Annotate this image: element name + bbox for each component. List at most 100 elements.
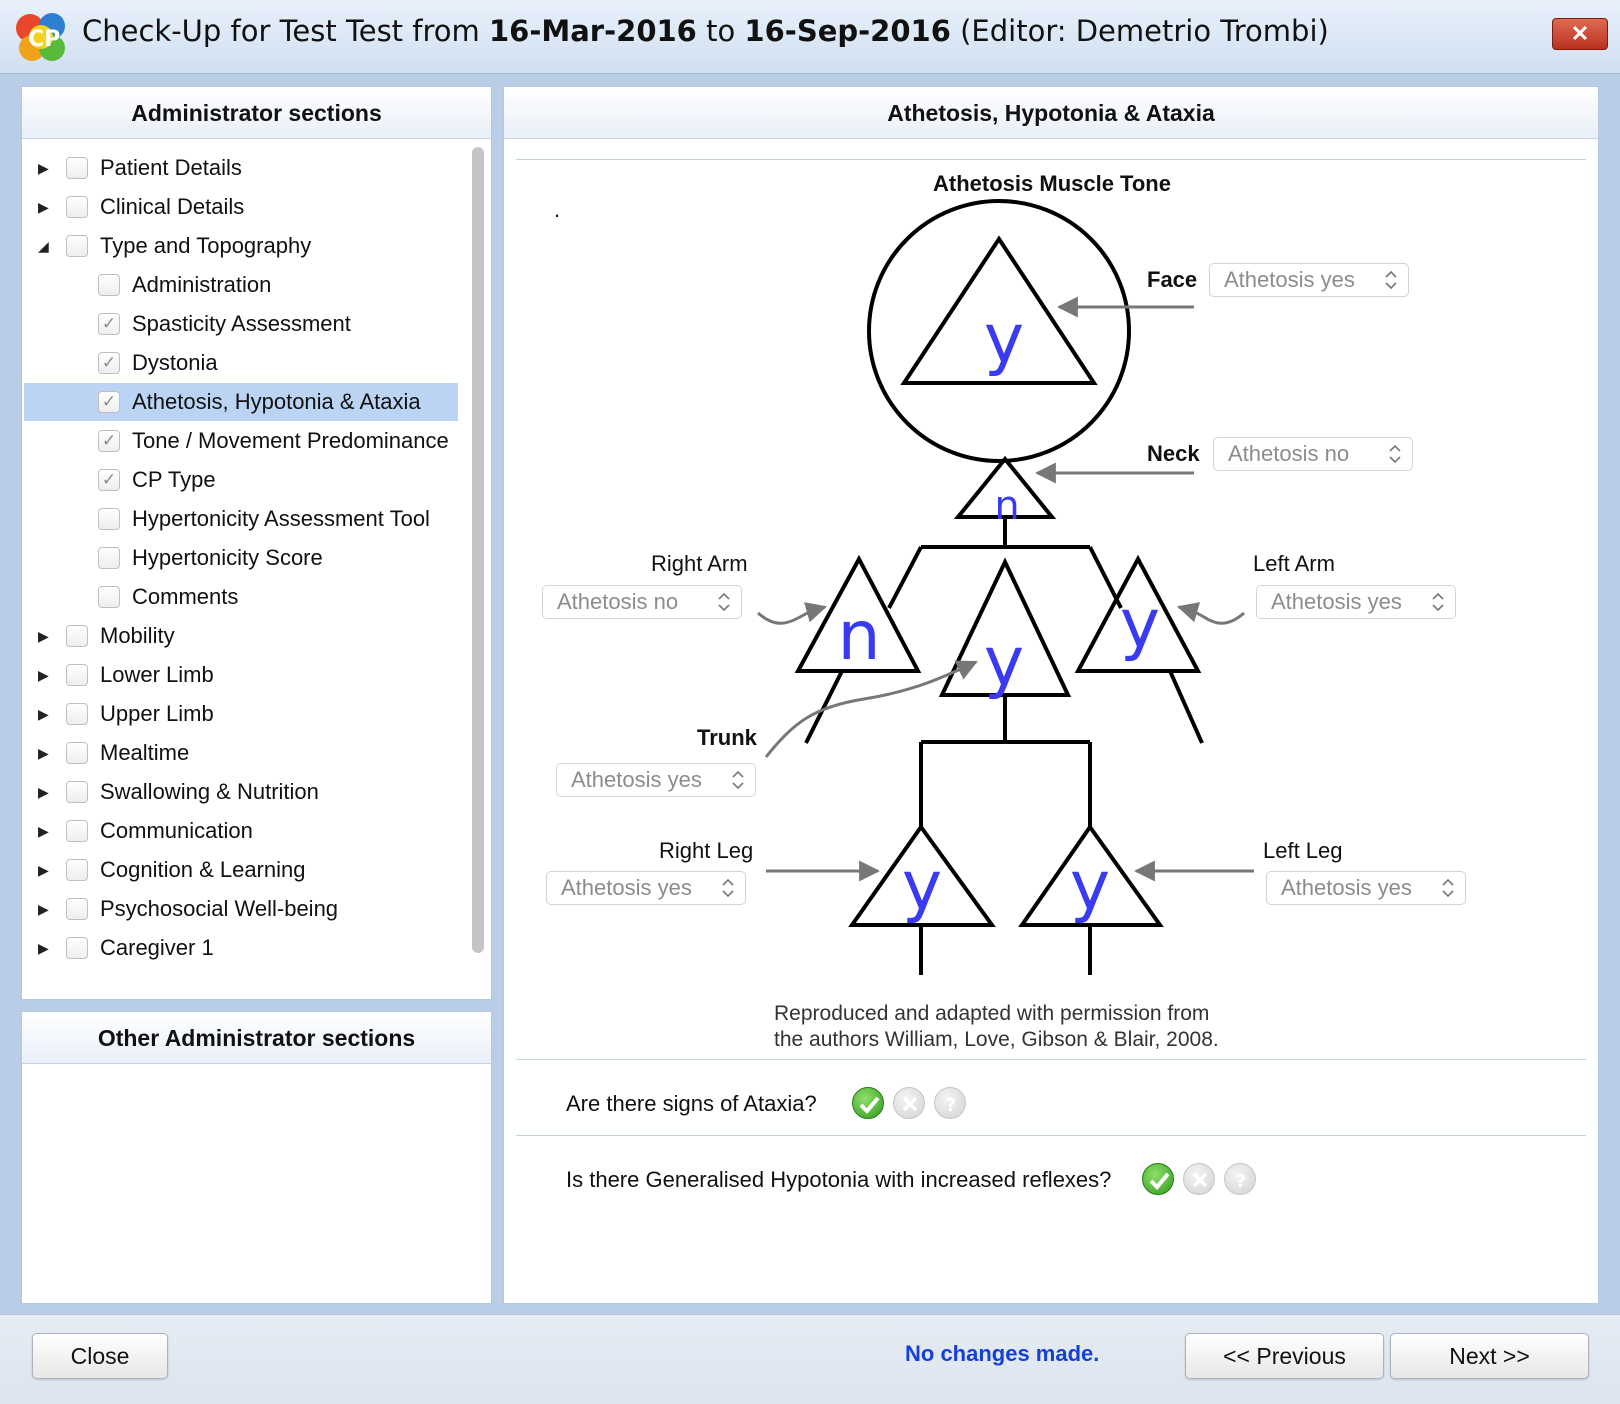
tree-item[interactable]: ✓CP Type xyxy=(24,461,458,499)
diagram-title: Athetosis Muscle Tone xyxy=(933,171,1171,196)
window-close-button[interactable]: ✕ xyxy=(1552,18,1608,50)
hypotonia-question: Is there Generalised Hypotonia with incr… xyxy=(566,1167,1112,1192)
tree-item[interactable]: ▶ Psychosocial Well-being xyxy=(24,890,458,928)
tree-item[interactable]: ▶Mealtime xyxy=(24,734,458,772)
tree-item[interactable]: ▶ Communication xyxy=(24,812,458,850)
right-leg-select[interactable]: Athetosis yes xyxy=(546,871,746,905)
checkbox[interactable] xyxy=(98,586,120,608)
divider xyxy=(516,159,1586,160)
tree-item-label: Cognition & Learning xyxy=(100,857,306,882)
section-tree: ▶Patient Details▶Clinical Details◢Type a… xyxy=(24,143,458,995)
expand-arrow-icon[interactable]: ▶ xyxy=(38,901,49,917)
previous-button[interactable]: << Previous xyxy=(1185,1333,1384,1379)
tree-item-label: Spasticity Assessment xyxy=(132,311,351,336)
collapse-arrow-icon[interactable]: ◢ xyxy=(38,238,49,254)
tree-scrollbar[interactable] xyxy=(467,147,489,993)
ataxia-unknown-icon[interactable]: ? xyxy=(934,1087,966,1119)
tree-item[interactable]: ✓Athetosis, Hypotonia & Ataxia xyxy=(24,383,458,421)
checkbox[interactable] xyxy=(98,508,120,530)
checkbox[interactable] xyxy=(66,196,88,218)
checkbox[interactable] xyxy=(66,937,88,959)
other-administrator-sections-panel: Other Administrator sections xyxy=(21,1011,492,1304)
expand-arrow-icon[interactable]: ▶ xyxy=(38,160,49,176)
checkbox[interactable] xyxy=(66,625,88,647)
left-leg-label: Left Leg xyxy=(1263,838,1343,863)
checkbox[interactable] xyxy=(66,157,88,179)
ataxia-yes-icon[interactable] xyxy=(852,1087,884,1119)
checkbox[interactable] xyxy=(98,274,120,296)
left-arm-label: Left Arm xyxy=(1253,551,1335,576)
tree-item[interactable]: ✓ Spasticity Assessment xyxy=(24,305,458,343)
checkbox[interactable] xyxy=(66,664,88,686)
head-circle xyxy=(867,199,1131,463)
expand-arrow-icon[interactable]: ▶ xyxy=(38,706,49,722)
tree-item-label: Hypertonicity Assessment Tool xyxy=(132,506,430,531)
tree-item[interactable]: Hypertonicity Assessment Tool xyxy=(24,500,458,538)
tree-item[interactable]: Hypertonicity Score xyxy=(24,539,458,577)
expand-arrow-icon[interactable]: ▶ xyxy=(38,628,49,644)
right-arm-arrow xyxy=(757,602,828,625)
hypotonia-no-icon[interactable] xyxy=(1183,1163,1215,1195)
checkbox-checked[interactable]: ✓ xyxy=(98,313,120,335)
tree-item[interactable]: Administration xyxy=(24,266,458,304)
title-bar: CP Check-Up for Test Test from 16-Mar-20… xyxy=(0,0,1620,74)
face-select[interactable]: Athetosis yes xyxy=(1209,263,1409,297)
checkbox-checked[interactable]: ✓ xyxy=(98,430,120,452)
checkbox[interactable] xyxy=(66,898,88,920)
checkbox[interactable] xyxy=(66,781,88,803)
diagram-dot: . xyxy=(554,197,561,222)
ataxia-no-icon[interactable] xyxy=(893,1087,925,1119)
close-button[interactable]: Close xyxy=(32,1333,168,1379)
select-chevron-icon xyxy=(722,878,734,898)
expand-arrow-icon[interactable]: ▶ xyxy=(38,862,49,878)
checkbox[interactable] xyxy=(66,820,88,842)
expand-arrow-icon[interactable]: ▶ xyxy=(38,745,49,761)
tree-item-label: Psychosocial Well-being xyxy=(100,896,339,921)
tree-item-label: Clinical Details xyxy=(100,194,245,219)
expand-arrow-icon[interactable]: ▶ xyxy=(38,823,49,839)
checkbox[interactable] xyxy=(66,703,88,725)
neck-label: Neck xyxy=(1147,441,1200,466)
checkbox[interactable] xyxy=(66,859,88,881)
tree-item[interactable]: ▶ Clinical Details xyxy=(24,188,458,226)
left-arm-letter: y xyxy=(1120,585,1160,664)
expand-arrow-icon[interactable]: ▶ xyxy=(38,784,49,800)
checkbox[interactable] xyxy=(66,235,88,257)
tree-item[interactable]: ✓Tone / Movement Predominance xyxy=(24,422,458,460)
trunk-select[interactable]: Athetosis yes xyxy=(556,763,756,797)
tree-item[interactable]: ▶ Cognition & Learning xyxy=(24,851,458,889)
tree-item[interactable]: ▶ Upper Limb xyxy=(24,695,458,733)
expand-arrow-icon[interactable]: ▶ xyxy=(38,667,49,683)
expand-arrow-icon[interactable]: ▶ xyxy=(38,199,49,215)
tree-item[interactable]: Comments xyxy=(24,578,458,616)
trunk-letter: y xyxy=(984,623,1024,702)
checkbox[interactable] xyxy=(66,742,88,764)
tree-item[interactable]: ▶Caregiver 1 xyxy=(24,929,458,967)
next-button[interactable]: Next >> xyxy=(1390,1333,1589,1379)
tree-item-label: Upper Limb xyxy=(100,701,214,726)
expand-arrow-icon[interactable]: ▶ xyxy=(38,940,49,956)
tree-item-label: Communication xyxy=(100,818,253,843)
checkbox[interactable] xyxy=(98,547,120,569)
hypotonia-unknown-icon[interactable]: ? xyxy=(1224,1163,1256,1195)
right-arm-select[interactable]: Athetosis no xyxy=(542,585,742,619)
tree-scroll-thumb[interactable] xyxy=(472,147,484,953)
ataxia-question: Are there signs of Ataxia? xyxy=(566,1091,817,1116)
other-sections-title: Other Administrator sections xyxy=(22,1012,491,1064)
checkbox-checked[interactable]: ✓ xyxy=(98,469,120,491)
left-arm-select[interactable]: Athetosis yes xyxy=(1256,585,1456,619)
tree-item[interactable]: ▶Mobility xyxy=(24,617,458,655)
left-leg-select[interactable]: Athetosis yes xyxy=(1266,871,1466,905)
tree-item[interactable]: ▶Swallowing & Nutrition xyxy=(24,773,458,811)
tree-item[interactable]: ▶Patient Details xyxy=(24,149,458,187)
tree-item[interactable]: ✓Dystonia xyxy=(24,344,458,382)
checkbox-checked[interactable]: ✓ xyxy=(98,352,120,374)
tree-item[interactable]: ▶Lower Limb xyxy=(24,656,458,694)
svg-text:?: ? xyxy=(946,1095,956,1116)
checkbox-checked[interactable]: ✓ xyxy=(98,391,120,413)
hypotonia-yes-icon[interactable] xyxy=(1142,1163,1174,1195)
tree-item[interactable]: ◢Type and Topography xyxy=(24,227,458,265)
neck-select[interactable]: Athetosis no xyxy=(1213,437,1413,471)
credit-line-1: Reproduced and adapted with permission f… xyxy=(774,1002,1210,1025)
select-chevron-icon xyxy=(1432,592,1444,612)
